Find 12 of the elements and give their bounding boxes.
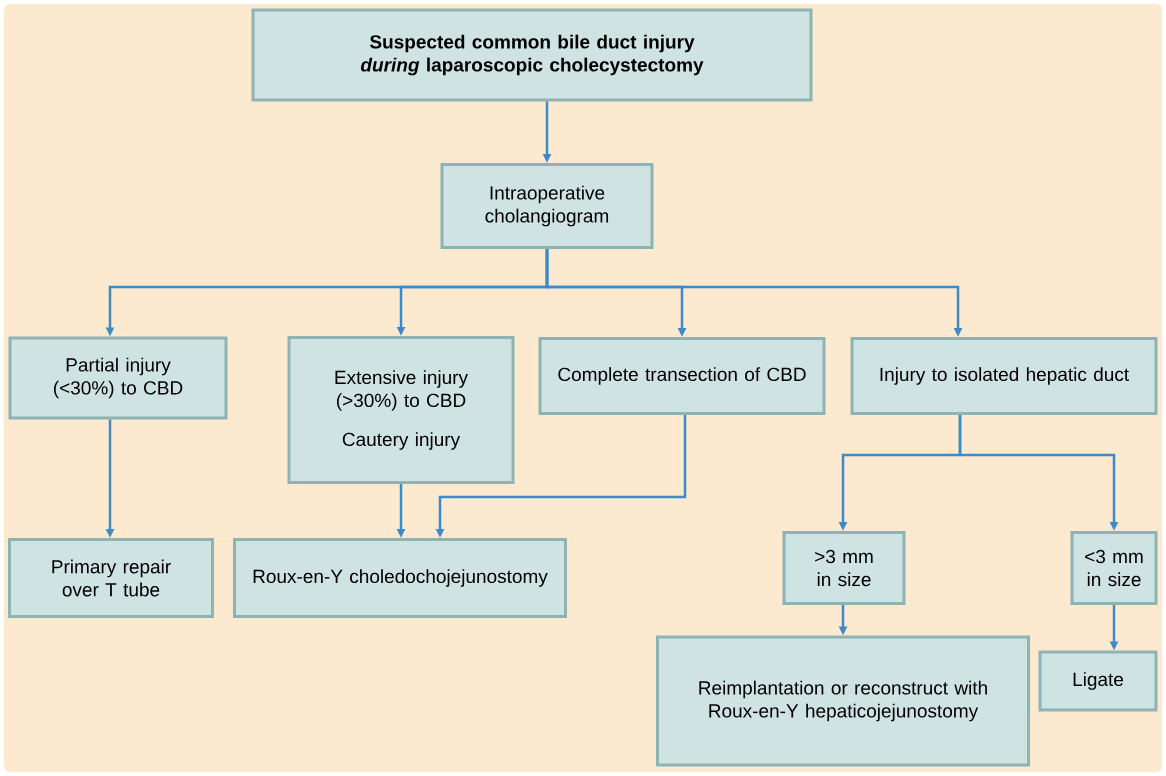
process-box: Intraoperative cholangiogram — [440, 163, 654, 249]
process-box: Suspected common bile duct injury during laparoscopic cholecystectomy — [251, 8, 813, 102]
process-box: Complete transection of CBD — [538, 337, 826, 415]
process-box: <3 mm in size — [1070, 531, 1158, 605]
process-box: Extensive injury (>30%) to CBD Cautery injury — [287, 336, 515, 484]
process-box: >3 mm in size — [782, 531, 906, 605]
process-box: Partial injury (<30%) to CBD — [8, 336, 228, 420]
process-box: Reimplantation or reconstruct with Roux-en-Y hepaticojejunostomy — [656, 635, 1030, 767]
process-box: Roux-en-Y choledochojejunostomy — [233, 538, 567, 618]
process-box: Primary repair over T tube — [8, 538, 214, 618]
process-box: Injury to isolated hepatic duct — [850, 337, 1158, 415]
process-box: Ligate — [1038, 650, 1158, 712]
